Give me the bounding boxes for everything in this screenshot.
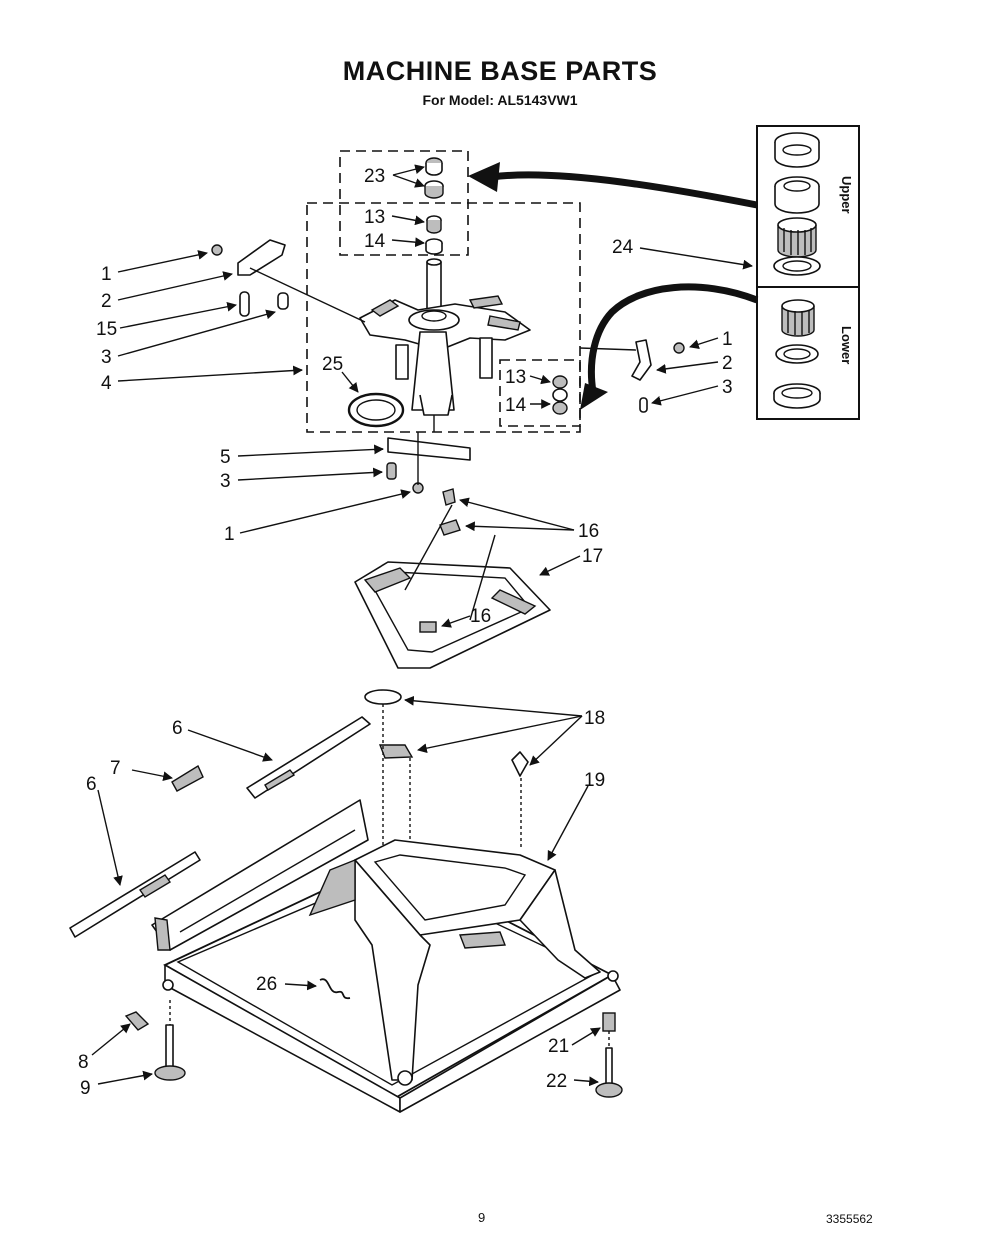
right-bracket-group bbox=[579, 339, 685, 413]
page-number: 9 bbox=[478, 1210, 486, 1225]
callout-24: 24 bbox=[612, 237, 634, 258]
callout-25: 25 bbox=[322, 354, 343, 375]
lower-label: Lower bbox=[839, 326, 854, 364]
page-title: MACHINE BASE PARTS bbox=[342, 56, 658, 86]
upper-label: Upper bbox=[839, 176, 854, 214]
callout-13-top: 13 bbox=[364, 207, 385, 228]
callout-8: 8 bbox=[78, 1052, 89, 1073]
upper-bearing-set bbox=[773, 132, 821, 276]
callout-7: 7 bbox=[110, 758, 121, 779]
callout-3-strap: 3 bbox=[220, 471, 231, 492]
callout-6-lower: 6 bbox=[86, 774, 97, 795]
callout-19: 19 bbox=[584, 770, 605, 791]
callout-1-strap: 1 bbox=[224, 524, 235, 545]
callout-5: 5 bbox=[220, 447, 231, 468]
callout-15: 15 bbox=[96, 319, 117, 340]
lower-nuts bbox=[552, 375, 568, 415]
callout-18: 18 bbox=[584, 708, 605, 729]
isolator-pads bbox=[364, 689, 529, 855]
seal-ring bbox=[347, 392, 405, 428]
callout-16-top: 16 bbox=[578, 521, 599, 542]
callout-16-plate: 16 bbox=[470, 606, 491, 627]
callout-2-left: 2 bbox=[101, 291, 112, 312]
callout-17: 17 bbox=[582, 546, 603, 567]
callout-21: 21 bbox=[548, 1036, 569, 1057]
document-number: 3355562 bbox=[826, 1212, 873, 1226]
callout-1-right: 1 bbox=[722, 329, 733, 350]
base-plate bbox=[354, 488, 551, 669]
leader-lines bbox=[91, 164, 753, 1087]
base-frame bbox=[151, 799, 621, 1113]
callout-1-left: 1 bbox=[101, 264, 112, 285]
drive-strap bbox=[386, 432, 471, 494]
callout-14-top: 14 bbox=[364, 231, 386, 252]
top-bearings bbox=[424, 157, 444, 255]
leveling-feet bbox=[124, 1000, 623, 1098]
callout-9: 9 bbox=[80, 1078, 91, 1099]
left-bracket-group bbox=[211, 239, 366, 323]
callout-22: 22 bbox=[546, 1071, 567, 1092]
model-subtitle: For Model: AL5143VW1 bbox=[422, 92, 578, 108]
callout-2-right: 2 bbox=[722, 353, 733, 374]
lower-bearing-set bbox=[773, 299, 821, 409]
callout-4: 4 bbox=[101, 373, 112, 394]
callout-14-lower: 14 bbox=[505, 395, 527, 416]
side-rails bbox=[69, 716, 371, 938]
callout-numbers: 23 13 14 24 1 2 15 3 4 25 1 2 3 13 14 5 … bbox=[78, 166, 733, 1099]
bearing-inset: Upper Lower bbox=[468, 125, 860, 420]
callout-13-lower: 13 bbox=[505, 367, 526, 388]
callout-3-left: 3 bbox=[101, 347, 112, 368]
callout-6-upper: 6 bbox=[172, 718, 183, 739]
callout-26: 26 bbox=[256, 974, 277, 995]
transmission-dashed-boxes bbox=[306, 150, 581, 433]
callout-23: 23 bbox=[364, 166, 385, 187]
callout-3-right: 3 bbox=[722, 377, 733, 398]
transmission-spider bbox=[359, 258, 531, 432]
